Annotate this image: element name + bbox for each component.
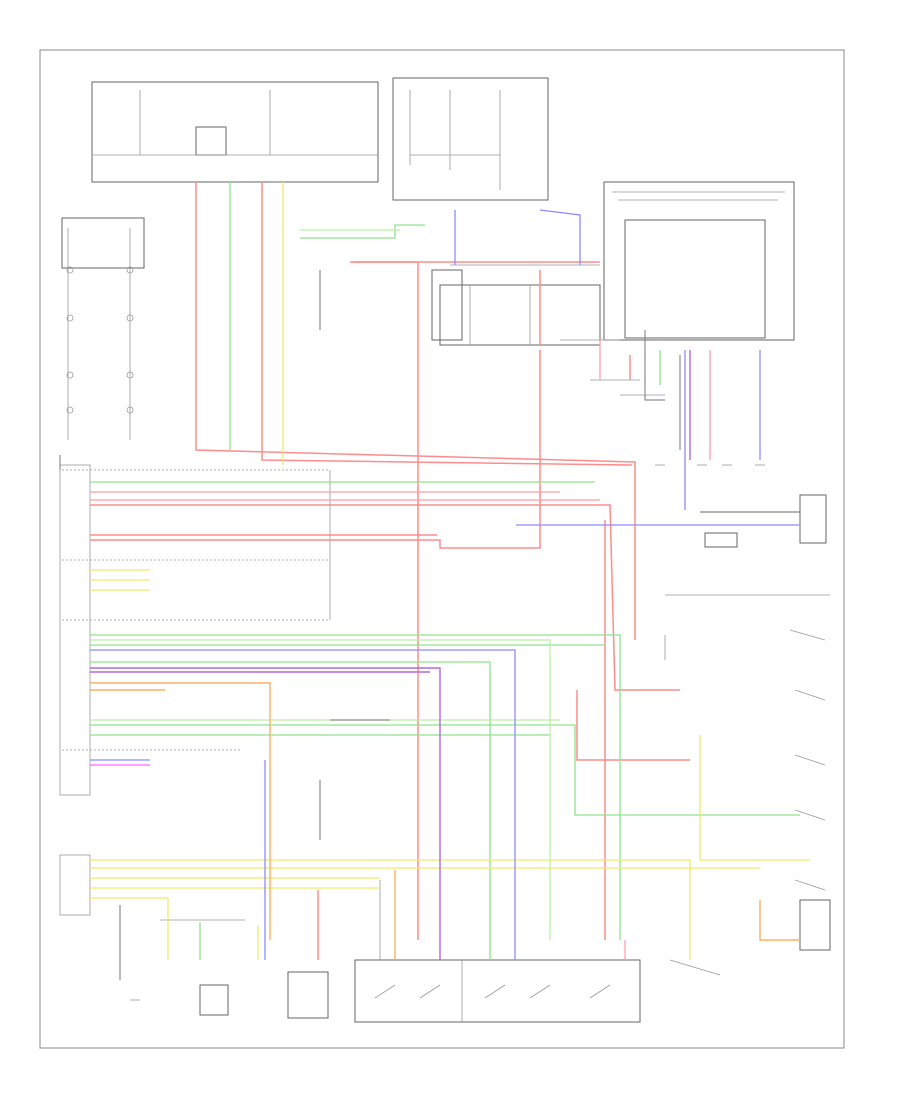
green-wires <box>90 182 800 960</box>
ground-symbols <box>130 464 765 1001</box>
diagram-frame <box>39 49 845 1049</box>
black-wires <box>59 270 681 980</box>
light-green-wires <box>90 229 560 940</box>
left-switch-cluster <box>61 217 145 440</box>
orange-wires <box>90 682 800 960</box>
right-switch-stack <box>664 494 831 951</box>
pink-wires <box>90 340 711 960</box>
blue-wires <box>90 209 800 960</box>
middle-relay-group <box>431 264 665 396</box>
red-wires <box>90 182 690 960</box>
right-relay-module <box>603 181 795 341</box>
top-junction-block <box>91 77 549 201</box>
yellow-wires <box>90 182 810 960</box>
main-connector-pins <box>59 464 331 916</box>
bottom-switch-row <box>160 880 721 1023</box>
violet-wires <box>90 350 691 960</box>
